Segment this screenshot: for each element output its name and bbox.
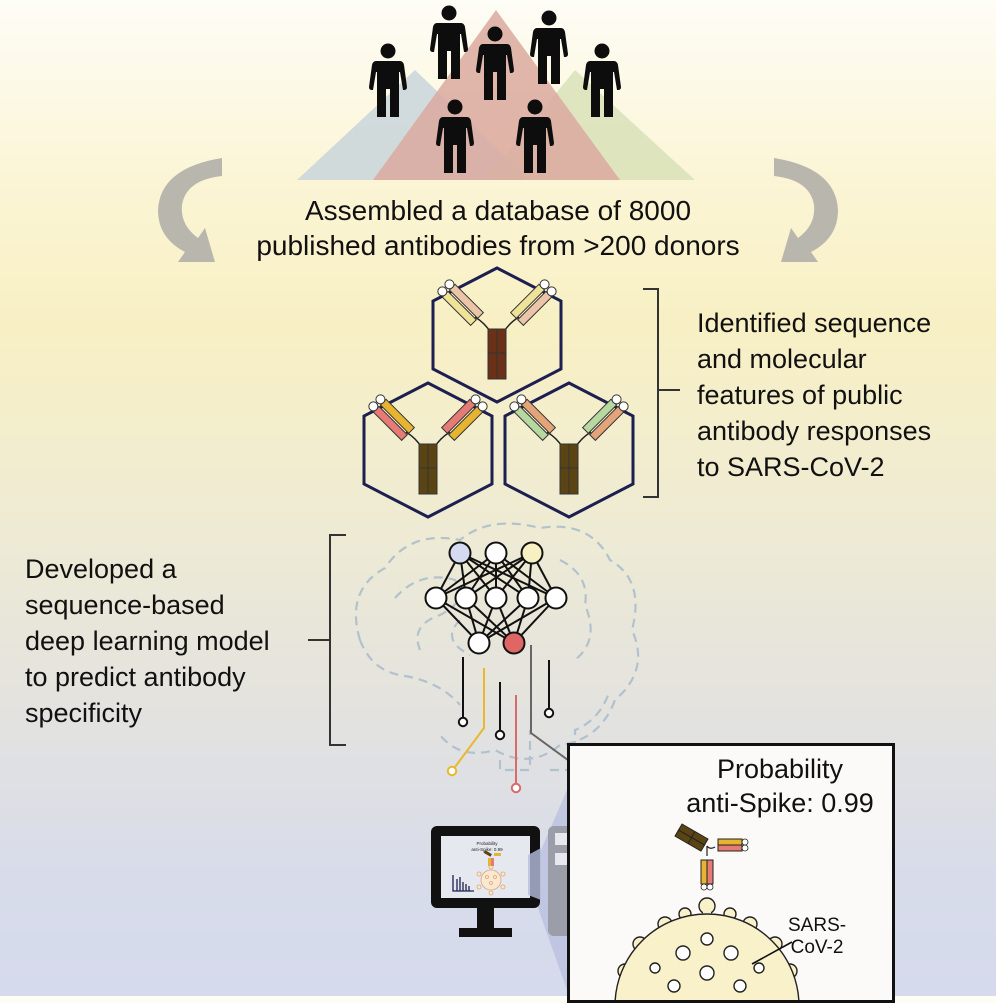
probability-readout: Probability anti-Spike: 0.99 xyxy=(570,752,990,820)
features-caption: Identified sequence and molecular featur… xyxy=(697,305,931,485)
model-caption-line: sequence-based xyxy=(25,590,225,620)
output-node-negative xyxy=(467,631,491,655)
curved-arrow-right-icon xyxy=(774,158,838,262)
neural-network xyxy=(424,541,568,655)
virus-label-line1: SARS- xyxy=(788,915,847,936)
antibody-icon xyxy=(509,394,629,495)
antibody-hexagon-2 xyxy=(362,381,494,519)
trace xyxy=(510,695,522,794)
model-caption-line: to predict antibody xyxy=(25,662,246,692)
antibody-hexagon-3 xyxy=(503,381,635,519)
hidden-node xyxy=(516,586,540,610)
features-caption-line: features of public xyxy=(697,380,903,410)
curved-arrow-left-icon xyxy=(158,158,222,262)
computer-monitor-icon: Probability anti-Spike: 0.99 xyxy=(431,826,541,937)
features-caption-line: Identified sequence xyxy=(697,308,932,338)
probability-label: Probability xyxy=(716,754,844,784)
model-caption-line: deep learning model xyxy=(25,626,270,656)
trace xyxy=(494,682,506,741)
probability-value: anti-Spike: 0.99 xyxy=(686,788,874,818)
antibody-hexagon-1 xyxy=(431,266,563,404)
brain-outline xyxy=(354,522,640,772)
input-node xyxy=(484,541,508,565)
features-caption-line: to SARS-CoV-2 xyxy=(697,452,885,482)
hidden-node xyxy=(544,586,568,610)
trace xyxy=(446,668,485,777)
donor-triangle-red xyxy=(373,10,620,180)
virus-label-pointer xyxy=(751,941,793,965)
hidden-node xyxy=(454,586,478,610)
features-caption-line: antibody responses xyxy=(697,416,932,446)
monitor-mini-prob-value: anti-Spike: 0.99 xyxy=(471,847,503,852)
database-caption-line1: Assembled a database of 8000 xyxy=(304,195,692,226)
trace xyxy=(457,657,469,728)
input-node xyxy=(520,541,544,565)
model-caption-line: Developed a xyxy=(25,554,177,584)
circuit-traces xyxy=(446,645,583,794)
hidden-node xyxy=(424,586,448,610)
virus-label: SARS- CoV-2 xyxy=(788,915,846,959)
features-caption-line: and molecular xyxy=(697,344,867,374)
input-node xyxy=(448,541,472,565)
model-bracket xyxy=(308,534,346,746)
model-caption-line: specificity xyxy=(25,698,143,728)
database-caption: Assembled a database of 8000 published a… xyxy=(0,193,996,263)
monitor-mini-prob-title: Probability xyxy=(476,841,498,846)
mini-antibody-icon xyxy=(483,850,501,866)
trace xyxy=(543,660,555,719)
features-bracket xyxy=(643,288,680,498)
bound-antibody-icon xyxy=(674,823,749,891)
antibody-icon xyxy=(368,394,488,495)
mini-virus-icon xyxy=(476,864,506,896)
virus-label-line2: CoV-2 xyxy=(790,937,844,958)
sars-cov-2-virus-icon xyxy=(614,897,800,1000)
mini-bar-chart-icon xyxy=(452,875,474,892)
hidden-node xyxy=(484,586,508,610)
output-node-positive xyxy=(502,631,526,655)
antibody-icon xyxy=(437,279,557,380)
model-caption: Developed a sequence-based deep learning… xyxy=(25,551,270,731)
result-panel-graphics xyxy=(614,823,800,1000)
database-caption-line2: published antibodies from >200 donors xyxy=(256,230,740,261)
